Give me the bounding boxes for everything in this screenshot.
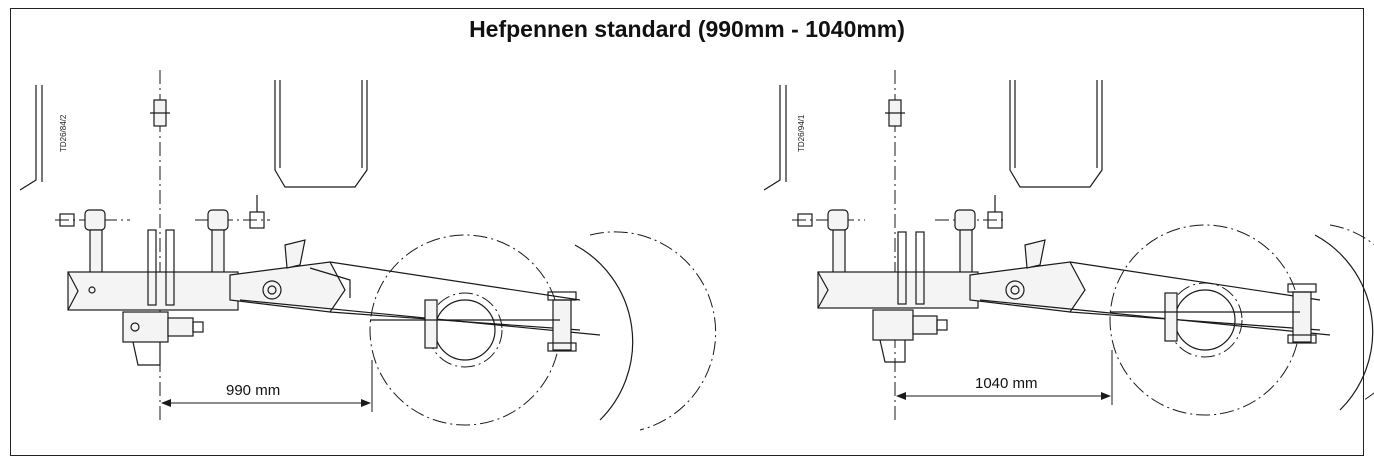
right-rear-wheel <box>1009 80 1103 188</box>
left-lift-pin-2 <box>195 195 270 276</box>
right-disc-1 <box>1109 224 1301 416</box>
left-disc-2 <box>589 231 717 431</box>
right-lift-pin-1 <box>792 209 865 276</box>
left-drawing <box>19 70 717 431</box>
diagram-frame <box>10 8 1364 456</box>
right-frame-beam <box>817 231 1331 336</box>
left-drawing-code: TD26/84/2 <box>59 114 68 152</box>
right-dimension-label: 1040 mm <box>975 375 1038 392</box>
right-hitch-block <box>872 309 948 363</box>
left-lift-pin-1 <box>55 209 130 276</box>
right-drawing-code: TD26/94/1 <box>797 114 806 152</box>
right-tractor-tire <box>763 85 781 191</box>
left-dimension-label: 990 mm <box>226 382 280 399</box>
right-drawing <box>763 70 1374 420</box>
diagram-title: Hefpennen standard (990mm - 1040mm) <box>469 16 905 42</box>
left-frame-beam <box>67 229 601 336</box>
left-hitch-block <box>122 311 204 366</box>
left-tractor-tire <box>19 85 37 191</box>
left-disc-1 <box>369 234 561 426</box>
right-disc-2 <box>1329 224 1374 401</box>
left-rear-wheel <box>274 80 368 188</box>
right-lift-pin-2 <box>935 195 1005 276</box>
